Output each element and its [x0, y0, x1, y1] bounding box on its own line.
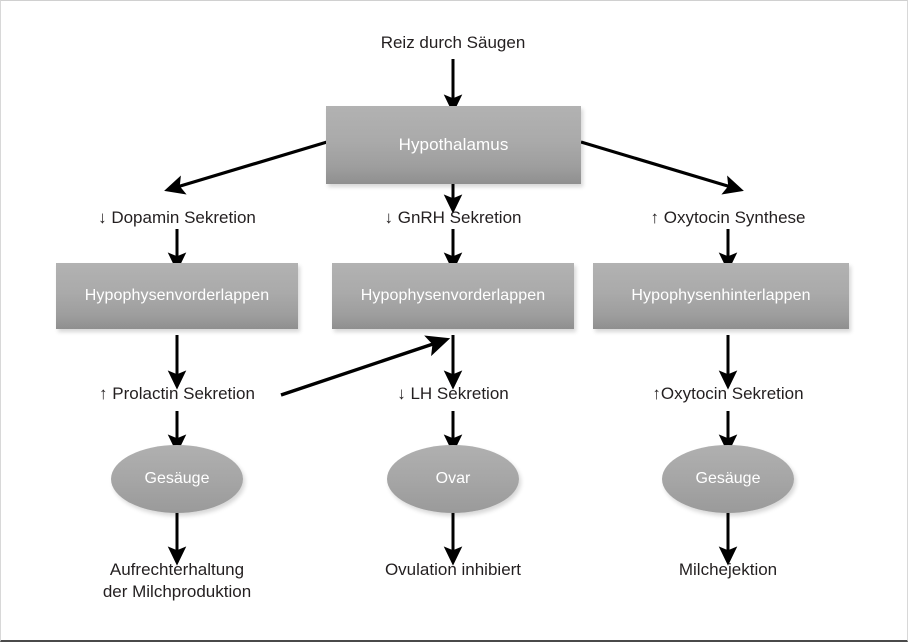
node-anterior-pituitary-middle[interactable]: Hypophysenvorderlappen	[332, 263, 574, 329]
node-udder-right[interactable]: Gesäuge	[662, 445, 794, 513]
node-posterior-pituitary[interactable]: Hypophysenhinterlappen	[593, 263, 849, 329]
arrow-hypothalamus-to-dopamine	[164, 140, 328, 195]
node-anterior-pituitary-left[interactable]: Hypophysenvorderlappen	[56, 263, 298, 329]
label-oxytocin-synthesis: ↑ Oxytocin Synthese	[650, 208, 806, 227]
label-dopamine-secretion: ↓ Dopamin Sekretion	[98, 208, 256, 227]
stimulus-label: Reiz durch Säugen	[380, 33, 526, 52]
node-hypothalamus[interactable]: Hypothalamus	[326, 106, 581, 184]
label-lh-secretion: ↓ LH Sekretion	[397, 384, 509, 403]
label-gnrh-secretion: ↓ GnRH Sekretion	[384, 208, 522, 227]
node-ovary[interactable]: Ovar	[387, 445, 519, 513]
arrow-hypothalamus-to-oxytocin	[580, 140, 744, 195]
label-milk-maintenance: Aufrechterhaltung der Milchproduktion	[102, 560, 252, 602]
label-milk-ejection: Milchejektion	[678, 560, 778, 579]
label-oxytocin-secretion: ↑Oxytocin Sekretion	[652, 384, 804, 403]
node-udder-left[interactable]: Gesäuge	[111, 445, 243, 513]
label-ovulation-inhibited: Ovulation inhibiert	[384, 560, 522, 579]
label-prolactin-secretion: ↑ Prolactin Sekretion	[99, 384, 255, 403]
